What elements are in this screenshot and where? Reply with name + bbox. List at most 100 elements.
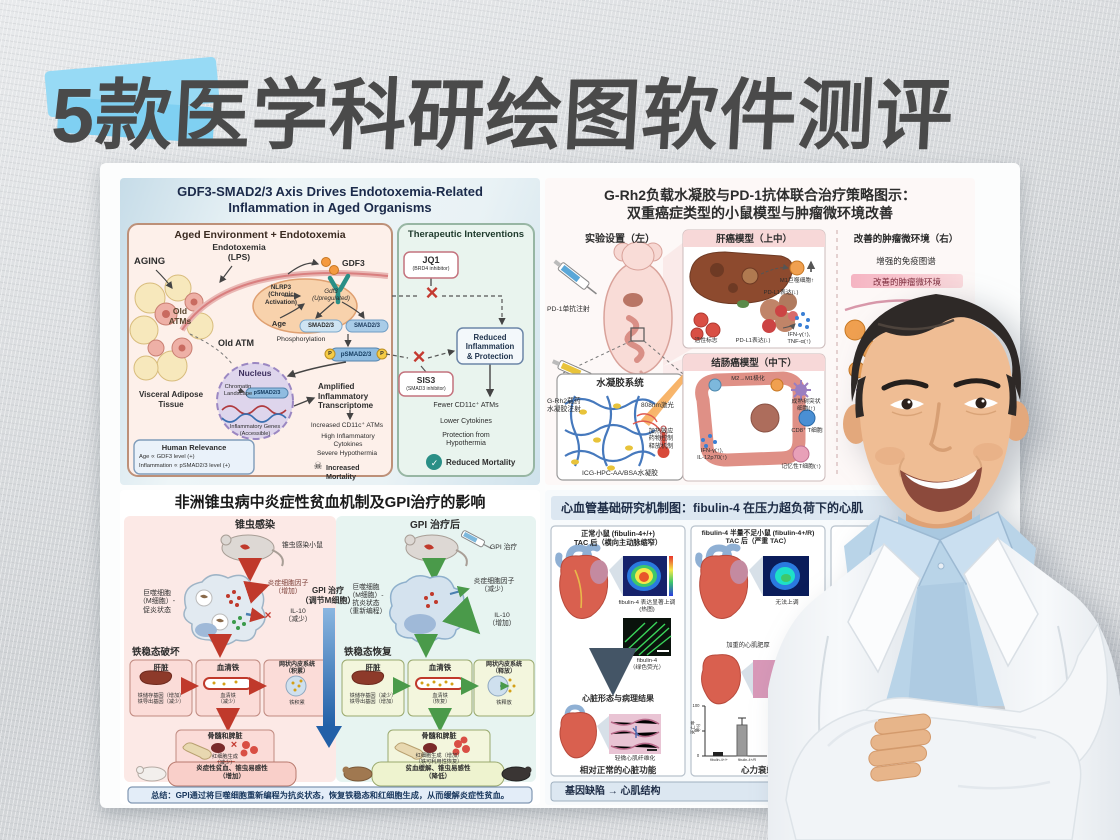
p1-chromatin: Chromatin Landscape [223, 384, 253, 397]
p4-c2-foot: 心力衰竭 [740, 765, 775, 775]
p3-left-il10: IL-10 （减少） [284, 608, 312, 624]
p3-left-b3t: 网状内皮系统 （积累） [278, 662, 315, 676]
p2-gel-header: 水凝胶系统 [596, 378, 644, 389]
p3-left-cytokines: 炎症细胞因子 （增加） [267, 580, 309, 596]
p3-left-mouse-label: 锥虫感染小鼠 [282, 542, 323, 549]
p1-endotoxemia: Endotoxemia (LPS) [212, 242, 266, 263]
p2-colon-c4: IFN-γ(↑), IL-12p70(↑) [697, 448, 727, 461]
p1-outcome2: High Inflammatory Cytokines [321, 433, 375, 448]
antiinflammatory-macrophage-icon [389, 575, 466, 644]
p2-liver-l1: M1巨噬细胞↑ [779, 278, 815, 284]
p1-psmad: pSMAD2/3 [340, 351, 372, 358]
p4-c2-header: fibulin-4 半量不足小鼠 (fibulin-4+/R) TAC 后（严重… [701, 530, 815, 546]
p1-visceral: Visceral Adipose Tissue [138, 390, 204, 409]
x-mark-icon-2: × [412, 344, 426, 369]
p1-outcome3: Severe Hypothermia [316, 450, 378, 457]
panel-gdf3-smad: GDF3-SMAD2/3 Axis Drives Endotoxemia-Rel… [120, 178, 540, 485]
p3-left-header: 锥虫感染 [235, 520, 275, 531]
heatmap-thumbnail-1 [623, 556, 673, 596]
p2-colon-c3: CD8⁺ T细胞 [791, 428, 823, 434]
p4-c1-mid: 心脏形态与病理结果 [582, 694, 654, 703]
p2-colon-c2: 成熟树突状 细胞(↑) [791, 399, 821, 412]
p4-tick-50: 50 [694, 728, 700, 733]
p1-outcome1: Increased CD11c⁺ ATMs [310, 422, 384, 429]
red-cells-icon [690, 312, 721, 341]
infected-mouse-icon [220, 534, 284, 567]
p3-right-il10: IL-10 （增加） [488, 612, 516, 628]
nose [928, 402, 952, 452]
p3-title: 非洲锥虫病中炎症性贫血机制及GPI治疗的影响 [174, 494, 486, 511]
p1-fewer: Fewer CD11c⁺ ATMs [433, 402, 499, 409]
p2-colon-c1: M2→M1极化 [731, 376, 765, 382]
p2-tme-s1: 增强的免疫图谱 [876, 256, 936, 266]
check-icon: ✓ [430, 458, 439, 468]
hand [868, 713, 932, 782]
p1-old-atms: Old ATMs [168, 306, 192, 327]
old-atm-cell-cluster-icon [129, 274, 214, 382]
p3-right-macrophage-label: 巨噬细胞 （M细胞）- 抗炎状态 （重新编程） [345, 584, 387, 616]
hair [851, 294, 1021, 402]
p4-chart-x2: fibulin-4+/R [737, 758, 757, 762]
p3-gpi-label: GPI 治疗 （调节M细胞） [300, 586, 356, 605]
p4-c1-header: 正常小鼠 (fibulin-4+/+) TAC 后（横向主动脉缩窄） [573, 529, 663, 547]
p4-chart-x1: fibulin-4+/+ [710, 758, 728, 762]
p3-left-b2t: 血清铁 [216, 663, 240, 672]
laser-beam-icon [641, 368, 695, 426]
p3-left-b1t: 肝脏 [153, 663, 169, 672]
p2-tme-header: 改善的肿瘤微环境（右） [853, 234, 959, 245]
heart-icon-2b [701, 654, 741, 705]
p3-left-b2s: 血清铁 （减少） [217, 693, 239, 706]
skull-icon: ☠ [313, 461, 323, 472]
p3-left-marrow-title: 骨髓和脾脏 [207, 733, 243, 740]
gfp-thumbnail [623, 618, 672, 656]
p1-lower: Lower Cytokines [440, 418, 492, 425]
dna-icon [221, 405, 287, 423]
p2-gel-caption: ICG-HPC-AA/BSA水凝胶 [582, 470, 658, 477]
heart-icon-1b [559, 704, 597, 759]
p1-age: Age [271, 319, 287, 328]
p3-right-iron-header: 铁稳态恢复 [344, 647, 392, 658]
p2-tme-s2: 改善的肿瘤微环境 [872, 277, 941, 287]
p1-p-badge-label2: P [380, 351, 384, 357]
p3-right-b2t: 血清铁 [428, 663, 452, 672]
shirt-collar-right [938, 510, 1013, 586]
p1-gdf3-gene: Gdf3 (Upregulated) [312, 288, 350, 303]
p1-aging: AGING [134, 256, 166, 267]
p1-p-badge-label: P [328, 351, 332, 357]
p4-c1-cap3: 轻微心肌纤维化 [614, 756, 656, 762]
p3-left-iron-header: 铁稳态破坏 [132, 647, 180, 658]
p1-reduced: Reduced Inflammation & Protection [465, 333, 515, 361]
p1-nlrp3: NLRP3 (Chronic Activation) [265, 284, 297, 306]
p4-tick-100: 100 [692, 703, 700, 708]
head [843, 294, 1029, 525]
p2-inj2: G-Rh2载药 水凝胶注射 [547, 398, 581, 414]
p2-liver-l3: IFN-γ(↑), TNF-α(↑) [787, 332, 811, 345]
ifn-dots-icon [701, 434, 717, 448]
p4-c1-foot: 相对正常的心脏功能 [579, 765, 657, 775]
p1-reduced-mortality: Reduced Mortality [446, 458, 516, 467]
p1-hr1: Age ∝ GDF3 level (+) [139, 454, 195, 460]
p2-colon-header: 结肠癌模型（中下） [711, 358, 797, 369]
p4-title: 心血管基础研究机制图：fibulin-4 在压力超负荷下的心肌 [561, 501, 863, 515]
mortality-bar-chart [702, 705, 767, 757]
eyebrow-right [953, 378, 1001, 389]
gdf3-ligand-icon [321, 257, 331, 267]
x-mark-il10: × [264, 608, 272, 622]
p1-nucleus: Nucleus [238, 368, 272, 378]
histology-thumbnail [609, 714, 661, 754]
hydrogel-box [556, 373, 684, 481]
p1-title: GDF3-SMAD2/3 Axis Drives Endotoxemia-Rel… [177, 184, 483, 215]
proinflammatory-macrophage-icon [183, 574, 266, 646]
p3-right-marrow-sub: 红细胞生成（增加） （铁可利用性恢复） [415, 753, 463, 766]
p1-gdf3: GDF3 [342, 258, 365, 268]
p2-laser: 808nm激光 [641, 402, 674, 409]
p3-summary: 总结：GPI通过将巨噬细胞重新编程为抗炎状态，恢复铁稳态和红细胞生成，从而缓解炎… [151, 791, 509, 800]
p1-sis3: SIS3 [416, 375, 436, 385]
p2-inj1: PD-1单抗注射 [547, 306, 590, 313]
lapel-left [847, 542, 921, 674]
p2-liver-l5: PD-L1表达(↓) [735, 338, 771, 344]
p1-hr2: Inflammation ∝ pSMAD2/3 level (+) [139, 463, 230, 469]
p2-liver-header: 肝癌模型（上中） [715, 234, 792, 245]
p1-smad2: SMAD2/3 [353, 323, 380, 329]
